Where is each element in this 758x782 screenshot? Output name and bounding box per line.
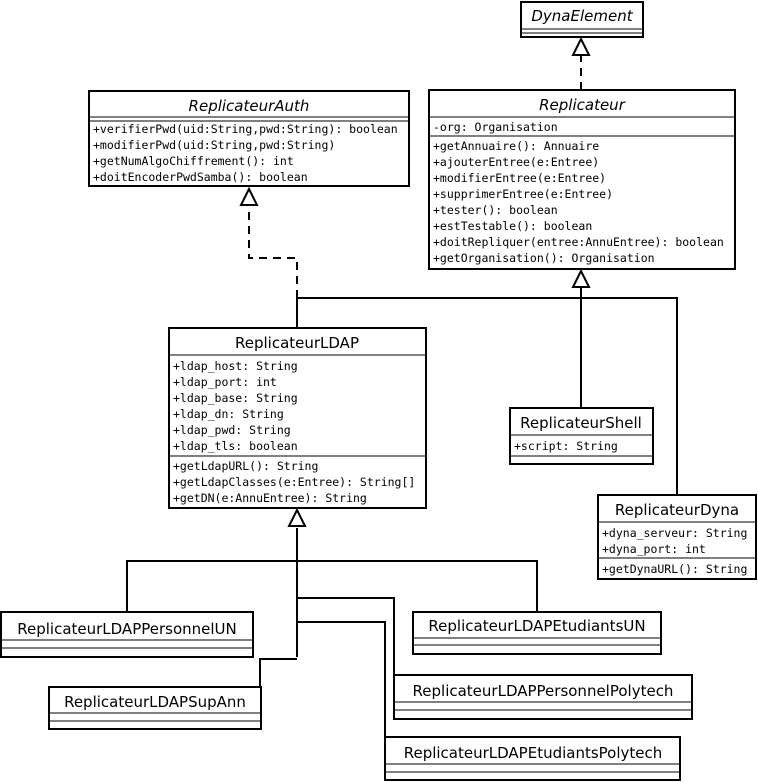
connectors bbox=[126, 36, 678, 737]
method: +getDN(e:AnnuEntree): String bbox=[173, 491, 367, 505]
class-name: ReplicateurLDAPEtudiantsPolytech bbox=[404, 744, 663, 762]
realization-arrowhead-dynaelement bbox=[571, 36, 591, 56]
method: +ajouterEntree(e:Entree) bbox=[433, 155, 599, 169]
class-name: ReplicateurLDAPEtudiantsUN bbox=[428, 617, 645, 635]
class-name: ReplicateurShell bbox=[520, 414, 642, 432]
class-replicateurldapsupann[interactable]: ReplicateurLDAPSupAnn bbox=[48, 686, 262, 730]
method: +doitRepliquer(entree:AnnuEntree): boole… bbox=[433, 235, 724, 249]
attribute: +ldap_host: String bbox=[173, 359, 298, 373]
attribute: +ldap_port: int bbox=[173, 375, 277, 389]
generalization-arrowhead-ldap bbox=[287, 507, 307, 527]
attribute: +script: String bbox=[514, 439, 618, 453]
method: +tester(): boolean bbox=[433, 203, 558, 217]
generalization-etudiants-polytech bbox=[297, 621, 386, 737]
realization-ldap-auth bbox=[248, 206, 298, 298]
attribute: +ldap_dn: String bbox=[173, 407, 284, 421]
attribute: +dyna_serveur: String bbox=[602, 526, 747, 540]
method: +getAnnuaire(): Annuaire bbox=[433, 139, 599, 153]
class-replicateurldap[interactable]: ReplicateurLDAP +ldap_host: String +ldap… bbox=[168, 327, 427, 509]
method: +getNumAlgoChiffrement(): int bbox=[93, 154, 294, 168]
class-replicateurauth[interactable]: ReplicateurAuth +verifierPwd(uid:String,… bbox=[88, 90, 410, 187]
class-replicateur[interactable]: Replicateur -org: Organisation +getAnnua… bbox=[428, 89, 736, 270]
class-replicateurldappersonnelun[interactable]: ReplicateurLDAPPersonnelUN bbox=[0, 611, 254, 658]
class-replicateurldapetudiantsun[interactable]: ReplicateurLDAPEtudiantsUN bbox=[412, 611, 662, 655]
method: +getOrganisation(): Organisation bbox=[433, 251, 655, 265]
method: +verifierPwd(uid:String,pwd:String): boo… bbox=[93, 122, 398, 136]
class-replicateurdyna[interactable]: ReplicateurDyna +dyna_serveur: String +d… bbox=[597, 494, 757, 580]
method: +getDynaURL(): String bbox=[602, 562, 747, 576]
attribute: -org: Organisation bbox=[433, 120, 558, 134]
attribute: +ldap_base: String bbox=[173, 391, 298, 405]
class-name: ReplicateurAuth bbox=[189, 97, 310, 115]
realization-arrowhead-auth bbox=[239, 186, 259, 206]
attribute: +dyna_port: int bbox=[602, 542, 706, 556]
class-name: ReplicateurLDAPPersonnelPolytech bbox=[413, 682, 674, 700]
class-name: ReplicateurLDAPSupAnn bbox=[64, 693, 246, 711]
attribute: +ldap_pwd: String bbox=[173, 423, 291, 437]
method: +doitEncoderPwdSamba(): boolean bbox=[93, 170, 308, 184]
attribute: +ldap_tls: boolean bbox=[173, 439, 298, 453]
generalization-arrowhead-replicateur bbox=[571, 268, 591, 288]
class-name: ReplicateurLDAP bbox=[235, 334, 359, 352]
class-name: ReplicateurDyna bbox=[615, 501, 739, 519]
method: +supprimerEntree(e:Entree) bbox=[433, 187, 613, 201]
class-name: DynaElement bbox=[531, 7, 633, 25]
generalization-supann bbox=[259, 658, 297, 687]
method: +getLdapClasses(e:Entree): String[] bbox=[173, 475, 415, 489]
method: +modifierPwd(uid:String,pwd:String) bbox=[93, 138, 335, 152]
generalization-ldap-dyna-to-replicateur bbox=[296, 297, 678, 495]
generalization-personnel-etudiants-un bbox=[126, 560, 538, 612]
method: +getLdapURL(): String bbox=[173, 459, 318, 473]
method: +estTestable(): boolean bbox=[433, 219, 592, 233]
class-name: ReplicateurLDAPPersonnelUN bbox=[17, 620, 237, 638]
generalization-personnel-polytech bbox=[297, 597, 395, 675]
method: +modifierEntree(e:Entree) bbox=[433, 171, 606, 185]
class-replicateurshell[interactable]: ReplicateurShell +script: String bbox=[509, 407, 654, 465]
class-replicateurldapetudiantspolytech[interactable]: ReplicateurLDAPEtudiantsPolytech bbox=[384, 736, 681, 781]
class-name: Replicateur bbox=[539, 96, 626, 114]
class-replicateurldappersonnelpolytech[interactable]: ReplicateurLDAPPersonnelPolytech bbox=[393, 674, 693, 720]
class-dynaelement[interactable]: DynaElement bbox=[520, 1, 644, 38]
